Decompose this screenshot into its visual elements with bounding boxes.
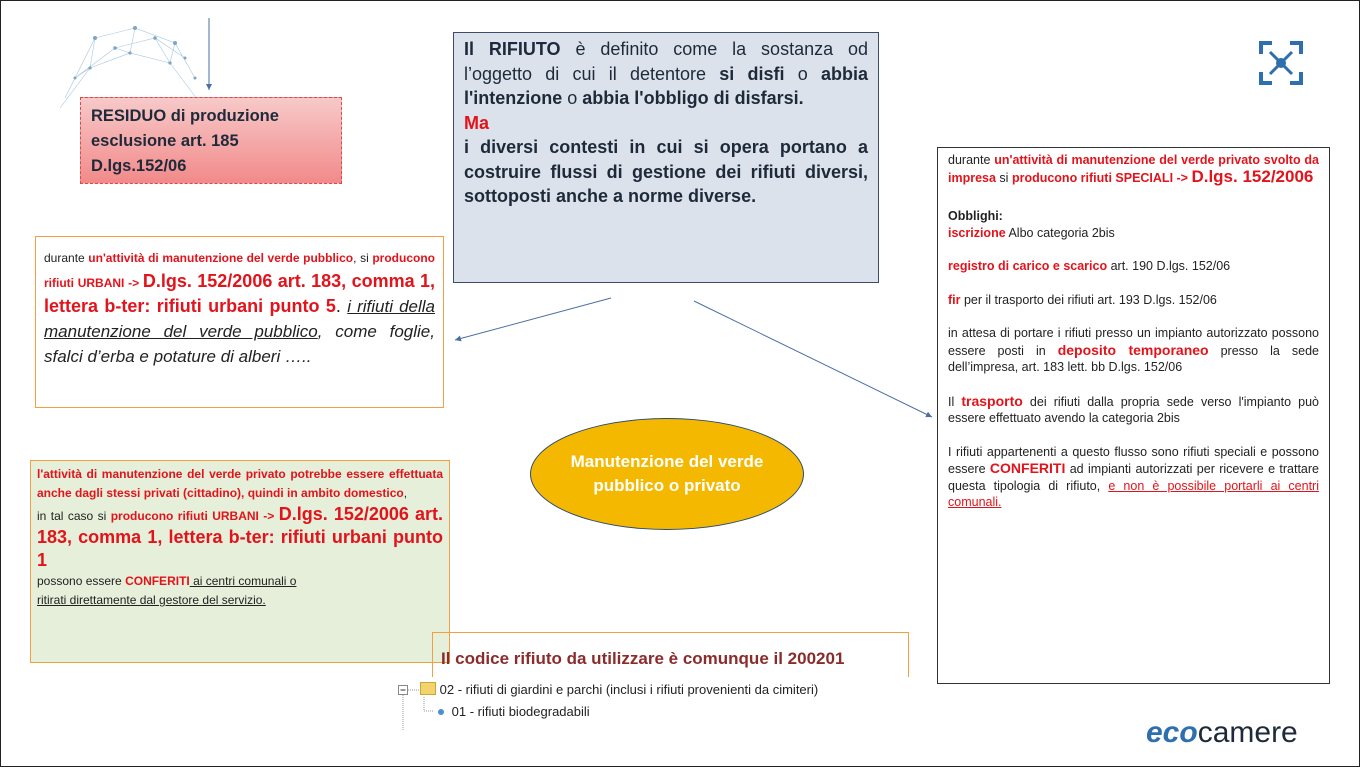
- definition-box: Il RIFIUTO è definito come la sostanza o…: [453, 32, 879, 283]
- tree-lines: [398, 685, 434, 731]
- definition-text: è definito come la sostanza od l’oggetto…: [464, 39, 869, 84]
- corner-logo-icon: [1259, 41, 1303, 85]
- definition-title: Il RIFIUTO: [464, 39, 561, 59]
- pubblico-g: i rifiuti della manutenzione del verde p…: [44, 297, 435, 341]
- definition-bold-3: abbia l'obbligo di disfarsi.: [582, 88, 804, 108]
- iscrizione-label: iscrizione: [948, 225, 1006, 240]
- trasporto-text-2: dei rifiuti dalla propria sede verso l'i…: [948, 394, 1319, 426]
- registro-text: art. 190 D.lgs. 152/06: [1107, 259, 1231, 273]
- logo-camere: camere: [1197, 716, 1298, 749]
- privato-law: D.lgs. 152/2006 art. 183, comma 1, lette…: [37, 504, 443, 570]
- speciali-a: durante: [948, 153, 995, 167]
- registro-label: registro di carico e scarico: [948, 259, 1108, 273]
- item-bullet-icon: [438, 709, 444, 715]
- definition-bold-1: si disfi: [719, 63, 785, 84]
- ecocamere-logo: ecocamere: [1146, 716, 1298, 750]
- deposito-text-2: presso la sede dell’impresa, art. 183 le…: [948, 343, 1319, 375]
- privato-box: l'attività di manutenzione del verde pri…: [30, 460, 450, 663]
- definition-ma: Ma: [464, 112, 490, 133]
- pubblico-a: durante: [44, 251, 89, 265]
- definition-bold-2: abbia l'intenzione: [464, 63, 869, 109]
- deposito-text-1: in attesa di portare i rifiuti presso un…: [948, 326, 1319, 358]
- speciali-law: D.lgs. 152/2006: [1191, 166, 1314, 186]
- privato-g: CONFERITI: [125, 574, 190, 588]
- network-graphic: [59, 26, 201, 108]
- privato-b: ,: [403, 486, 408, 500]
- pubblico-c: , si: [353, 251, 373, 265]
- codice-box: Il codice rifiuto da utilizzare è comunq…: [432, 632, 909, 677]
- pubblico-box: durante un'attività di manutenzione del …: [35, 236, 444, 408]
- pubblico-f: .: [335, 296, 348, 316]
- privato-f: possono essere: [37, 574, 126, 588]
- codice-text: Il codice rifiuto da utilizzare è comunq…: [441, 649, 845, 668]
- privato-i: ritirati direttamente dal gestore del se…: [37, 593, 266, 607]
- privato-h: ai centri comunali o: [189, 574, 297, 588]
- definition-contexts: i diversi contesti in cui si opera porta…: [464, 137, 868, 206]
- speciali-c: si: [995, 170, 1012, 185]
- pubblico-b: un'attività di manutenzione del verde pu…: [88, 251, 354, 265]
- iscrizione-text: Albo categoria 2bis: [1005, 225, 1115, 240]
- deposito-label: deposito temporaneo: [1057, 341, 1209, 358]
- residuo-text: RESIDUO di produzione esclusione art. 18…: [91, 107, 279, 175]
- pubblico-d: producono rifiuti URBANI ->: [44, 251, 435, 290]
- tree-row-02[interactable]: 02 - rifiuti di giardini e parchi (inclu…: [420, 682, 818, 697]
- privato-d: producono rifiuti URBANI ->: [110, 509, 279, 523]
- folder-icon: [420, 682, 436, 695]
- speciali-d: producono rifiuti SPECIALI ->: [1011, 170, 1192, 185]
- fir-text: per il trasporto dei rifiuti art. 193 D.…: [960, 292, 1217, 307]
- conferiti-label: CONFERITI: [989, 460, 1066, 476]
- logo-eco: eco: [1146, 716, 1198, 749]
- privato-c: in tal caso si: [37, 509, 111, 523]
- obblighi-heading: Obblighi:: [948, 209, 1003, 223]
- residuo-box: RESIDUO di produzione esclusione art. 18…: [80, 97, 342, 184]
- speciali-b: un'attività di manutenzione del verde pr…: [948, 153, 1319, 185]
- tree-row-01-label: 01 - rifiuti biodegradabili: [451, 704, 590, 719]
- trasporto-text-1: Il: [948, 394, 962, 409]
- tree-row-01[interactable]: 01 - rifiuti biodegradabili: [438, 704, 590, 719]
- topic-ellipse: Manutenzione del verde pubblico o privat…: [530, 418, 804, 530]
- ellipse-text: Manutenzione del verde pubblico o privat…: [570, 452, 764, 495]
- definition-text-3: o: [562, 88, 583, 108]
- trasporto-label: trasporto: [961, 392, 1023, 409]
- speciali-box: durante un'attività di manutenzione del …: [937, 147, 1330, 684]
- privato-a: l'attività di manutenzione del verde pri…: [37, 467, 443, 500]
- flusso-text-1: I rifiuti appartenenti a questo flusso s…: [948, 444, 1319, 477]
- pubblico-law: D.lgs. 152/2006 art. 183, comma 1, lette…: [44, 271, 436, 316]
- pubblico-h: , come foglie, sfalci d’erba e potature …: [44, 322, 435, 366]
- flusso-text-2: ad impianti autorizzati per ricevere e t…: [948, 462, 1319, 493]
- fir-label: fir: [948, 292, 961, 307]
- flusso-note: e non è possibile portarli ai centri com…: [948, 478, 1319, 510]
- tree-row-02-label: 02 - rifiuti di giardini e parchi (inclu…: [439, 682, 819, 697]
- definition-text-2: o: [784, 63, 821, 84]
